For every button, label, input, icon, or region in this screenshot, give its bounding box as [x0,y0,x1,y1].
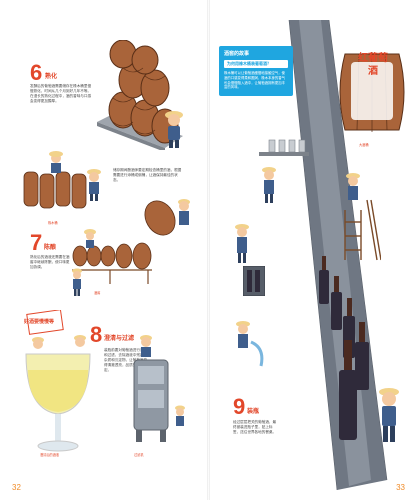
bottling-conveyor-illustration [259,20,388,490]
cellar-text: 储存期间酿酒师要定期检查桶里的酒，根据需要进行添桶或倒桶，让酒保持最佳的状态。 [113,168,182,182]
barrel-stack-illustration [97,40,183,150]
worker-figure [72,268,82,296]
step-9-number: 9 [233,394,246,419]
info-box-heading: 酒窖的故事 [224,51,250,57]
worker-figure [235,224,249,263]
barrel-stack-caption: 橡木桶 [48,221,58,225]
right-page: 红葡萄酒 大酒桶 酒窖的故事 为何用橡木桶装葡萄酒？ 橡木桶可以让葡萄酒缓慢地接… [209,0,417,500]
left-page: 6 熟化 发酵后的葡萄酒需要储存在橡木桶里慢慢熟化，时间从几个月到好几年不等。在… [0,0,208,500]
rolling-barrel-illustration [144,199,190,236]
worker-figure [236,321,264,367]
worker-figure [87,169,101,201]
step-7-title: 陈酿 [44,244,57,251]
info-box-subheading: 为何用橡木桶装葡萄酒？ [224,60,288,68]
step-6-number: 6 [30,60,43,85]
barrel-label: 红葡萄酒 [358,53,388,77]
wine-glass-illustration [25,310,91,452]
info-box-text: 橡木桶可以让葡萄酒缓慢地接触空气，使酒的口感变得柔和圆润，橡木本身的香气也会慢慢… [224,71,286,90]
barrel-caption: 大酒桶 [359,143,369,147]
step-6-title: 熟化 [45,73,58,80]
step-7-text: 熟化后的酒液还需要在酒窖中继续陈酿，使口味更加协调。 [30,255,70,269]
info-box: 酒窖的故事 为何用橡木桶装葡萄酒？ 橡木桶可以让葡萄酒缓慢地接触空气，使酒的口感… [219,46,293,97]
sign-text: 好酒要慢慢等 [24,319,55,325]
step-9-text: 经过层层把关的葡萄酒，最终被装进瓶子里，贴上标签，送往世界各地的餐桌。 [233,420,277,434]
step-8-text: 装瓶前要对葡萄酒进行澄清和过滤，去除酒液中残留的杂质和沉淀物，让葡萄酒变得清澈透… [104,348,148,372]
worker-figure [165,111,183,148]
worker-figure [379,388,399,442]
filter-machine-illustration [133,335,185,442]
cellar-caption: 酒窖 [94,291,101,295]
glass-caption: 澄清后的酒液 [40,453,60,457]
book-spine [207,0,210,500]
worker-figure [262,167,276,203]
step-7-number: 7 [30,230,43,255]
filter-caption: 过滤机 [134,453,144,457]
page-number-left: 32 [12,483,21,492]
page-number-right: 33 [396,483,405,492]
step-6-text: 发酵后的葡萄酒需要储存在橡木桶里慢慢熟化，时间从几个月到好几年不等。在漫长的熟化… [30,84,92,103]
big-barrel-illustration [339,52,405,132]
step-9-title: 装瓶 [247,408,260,415]
cellar-rack-illustration [72,229,152,284]
step-8-title: 澄清与过滤 [104,335,135,342]
step-8-number: 8 [90,322,103,347]
ladder-worker-illustration [344,173,381,261]
bottle-crate-illustration [243,266,265,296]
cellar-barrels-illustration [23,151,87,209]
